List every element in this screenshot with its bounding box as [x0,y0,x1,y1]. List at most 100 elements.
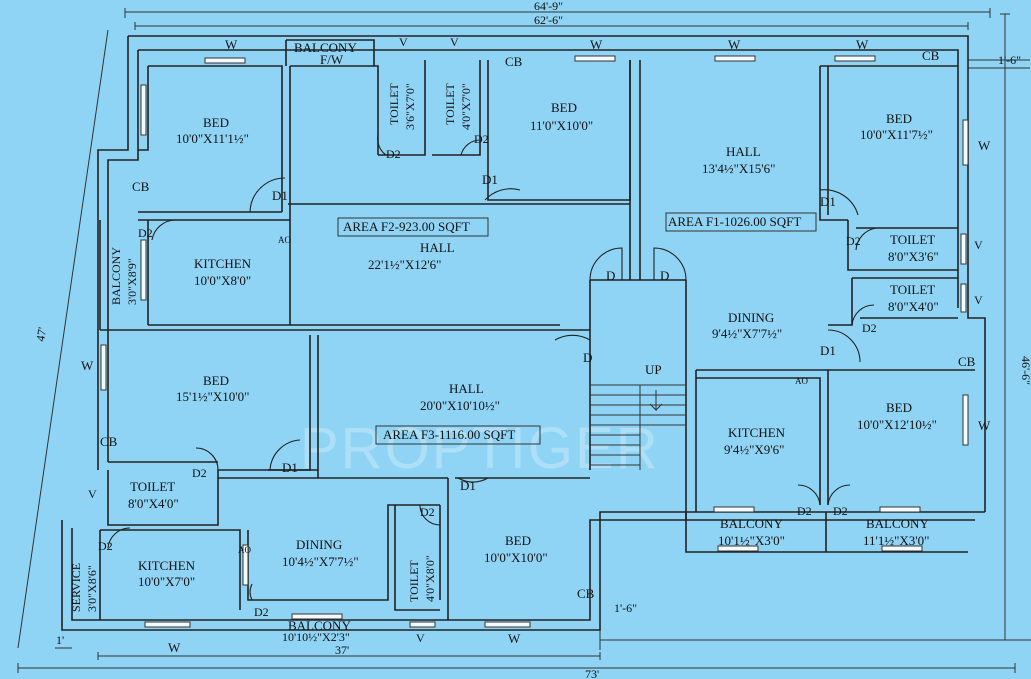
door-mark: D2 [420,505,435,519]
area-box-f1 [665,212,817,232]
area-label-f2: AREA F2-923.00 SQFT [343,219,470,234]
room-size-f3-kitchen: 10'0"X7'0" [138,574,195,589]
window-mark: W [81,358,94,373]
door-mark: D1 [820,343,836,358]
door-mark: D2 [797,504,812,518]
cupboard-mark: CB [922,48,940,63]
room-name-f1-bed2: BED [886,400,912,415]
door-mark: D [583,350,592,365]
window-mark: W [590,37,603,52]
window-mark: W [168,640,181,655]
dim-offset-bottom-left: 1' [56,633,64,647]
room-size-f2-bed2: 11'0"X10'0" [530,118,593,133]
dim-bottom-inner: 37' [335,643,349,657]
room-size-f1-bed1: 10'0"X11'7½" [860,127,933,142]
door-mark: D1 [282,460,298,475]
room-name-f1-balcony1: BALCONY [720,516,783,531]
room-name-f1-hall: HALL [726,144,761,159]
room-name-f2-balcony-side: BALCONY [109,247,123,305]
window-mark: W [728,37,741,52]
dim-top-inner: 62'-6" [534,13,563,27]
interior-walls [99,39,975,620]
window-mark: W [508,631,521,646]
door-mark: D2 [833,504,848,518]
arch-opening-mark: AO [278,235,291,245]
room-size-f2-toilet2: 4'0"X7'0" [459,83,473,130]
room-name-f1-bed1: BED [886,111,912,126]
cupboard-mark: CB [132,179,150,194]
room-size-f1-balcony2: 11'1½"X3'0" [863,533,929,548]
room-size-f1-hall: 13'4½"X15'6" [702,161,775,176]
cupboard-mark: CB [505,54,523,69]
room-size-f2-toilet1: 3'6"X7'0" [403,83,417,130]
room-name-f1-toilet2: TOILET [890,282,935,297]
door-mark: D2 [254,605,269,619]
room-size-f1-kitchen: 9'4½"X9'6" [724,442,784,457]
room-size-f1-balcony1: 10'1½"X3'0" [718,533,785,548]
room-name-f3-service: SERVICE [69,563,83,612]
room-size-f3-toilet2: 4'0"X8'0" [423,555,437,602]
dimension-lines [17,8,1031,673]
cupboard-mark: CB [958,354,976,369]
room-name-f1-balcony2: BALCONY [866,516,929,531]
room-size-f3-hall: 20'0"X10'10½" [420,398,500,413]
room-size-f3-service: 3'0"X8'6" [85,565,99,612]
dim-offset-bottom-mid: 1'-6" [614,601,637,615]
window-mark: W [856,37,869,52]
door-mark: D2 [474,132,489,146]
ventilator-mark: V [974,293,983,307]
door-mark: D1 [820,194,836,209]
area-box-f3 [375,425,541,445]
room-size-f2-kitchen: 10'0"X8'0" [194,273,251,288]
dim-top-overall: 64'-9" [534,0,563,13]
room-name-f3-toilet1: TOILET [130,479,175,494]
door-mark: D [660,268,669,283]
room-name-f2-toilet2: TOILET [443,83,457,125]
room-name-f3-kitchen: KITCHEN [138,558,196,573]
room-size-f3-toilet1: 8'0"X4'0" [128,496,179,511]
room-name-f3-bed1: BED [203,373,229,388]
windows [100,55,969,628]
window-mark: W [225,37,238,52]
room-size-f3-dining: 10'4½"X7'7½" [282,554,359,569]
area-label-f1: AREA F1-1026.00 SQFT [668,214,801,229]
area-label-f3: AREA F3-1116.00 SQFT [383,427,515,442]
room-name-f2-kitchen: KITCHEN [194,256,252,271]
door-mark: D1 [460,478,476,493]
room-size-f2-bed1: 10'0"X11'1½" [176,131,249,146]
doors [107,134,877,601]
room-name-f2-balcony-top: BALCONY [294,40,357,55]
room-size-f2-hall: 22'1½"X12'6" [368,257,441,272]
room-size-f1-toilet2: 8'0"X4'0" [888,299,939,314]
room-name-f2-toilet1: TOILET [387,83,401,125]
door-mark: D2 [192,466,207,480]
watermark: PROPTIGER [300,416,660,481]
door-mark: D2 [846,234,861,248]
ventilator-mark: V [88,487,97,501]
staircase [590,384,686,470]
ventilator-mark: V [399,35,408,49]
window-mark: W [978,418,991,433]
stair-up-label: UP [645,362,662,377]
door-mark: D1 [482,172,498,187]
cupboard-mark: CB [577,586,595,601]
dim-bottom-overall: 73' [585,667,599,679]
arch-opening-mark: AO [795,376,808,386]
room-name-f2-hall: HALL [420,240,455,255]
door-mark: D [606,268,615,283]
area-box-f2 [337,217,489,237]
room-name-f3-hall: HALL [449,381,484,396]
room-name-f2-bed1: BED [203,115,229,130]
door-mark: D1 [272,188,288,203]
ventilator-mark: V [416,631,425,645]
room-size-f1-toilet1: 8'0"X3'6" [888,249,939,264]
door-mark: D2 [386,147,401,161]
room-size-f2-balcony-side: 3'0"X8'9" [125,258,139,305]
ventilator-mark: V [974,238,983,252]
room-size-f3-bed1: 15'1½"X10'0" [176,389,249,404]
room-name-f3-dining: DINING [296,537,342,552]
door-mark: D2 [138,226,153,240]
room-size-f3-bed2: 10'0"X10'0" [484,550,548,565]
room-size-f2-balcony-top: F/W [320,52,344,67]
